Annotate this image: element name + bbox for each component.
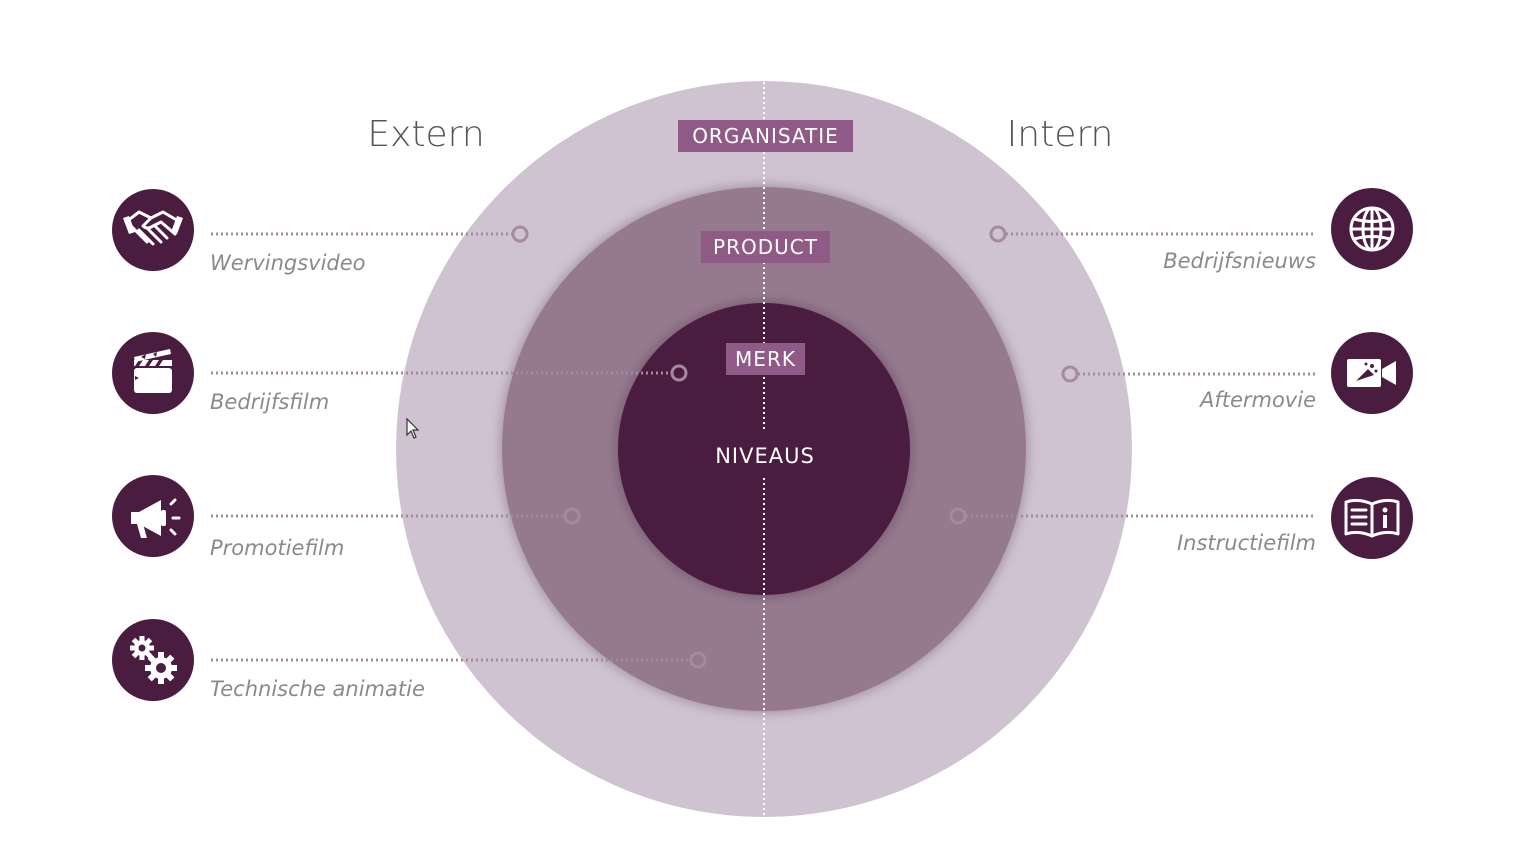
connector-technische-animatie [211, 651, 707, 669]
item-label-wervingsvideo: Wervingsvideo [210, 251, 366, 275]
connector-wervingsvideo [211, 225, 529, 243]
info-book-icon [1331, 477, 1413, 559]
connector-bedrijfsnieuws [989, 225, 1316, 243]
connector-bedrijfsfilm [211, 364, 688, 382]
center-label: NIVEAUS [715, 444, 815, 468]
connector-instructiefilm [949, 507, 1316, 525]
connector-promotiefilm [211, 507, 581, 525]
megaphone-icon [112, 475, 194, 557]
handshake-icon [112, 189, 194, 271]
level-label-merk: MERK [726, 343, 805, 375]
svg-text:PRODUCT: PRODUCT [713, 235, 818, 259]
mouse-cursor [406, 417, 420, 439]
level-label-product: PRODUCT [701, 231, 830, 263]
globe-icon [1331, 188, 1413, 270]
gears-icon [112, 619, 194, 701]
level-label-organisatie: ORGANISATIE [678, 120, 853, 152]
inner-circle [618, 303, 910, 595]
clapperboard-icon [112, 332, 194, 414]
item-label-promotiefilm: Promotiefilm [210, 536, 344, 560]
title-extern: Extern [367, 114, 484, 155]
item-label-instructiefilm: Instructiefilm [1177, 531, 1316, 555]
svg-text:ORGANISATIE: ORGANISATIE [692, 124, 839, 148]
svg-text:MERK: MERK [735, 347, 796, 371]
item-label-bedrijfsnieuws: Bedrijfsnieuws [1163, 249, 1316, 273]
title-intern: Intern [1007, 114, 1114, 155]
item-label-bedrijfsfilm: Bedrijfsfilm [210, 390, 329, 414]
video-camera-icon [1331, 332, 1413, 414]
item-label-technische-animatie: Technische animatie [210, 677, 425, 701]
connector-aftermovie [1061, 365, 1316, 383]
item-label-aftermovie: Aftermovie [1198, 388, 1316, 412]
